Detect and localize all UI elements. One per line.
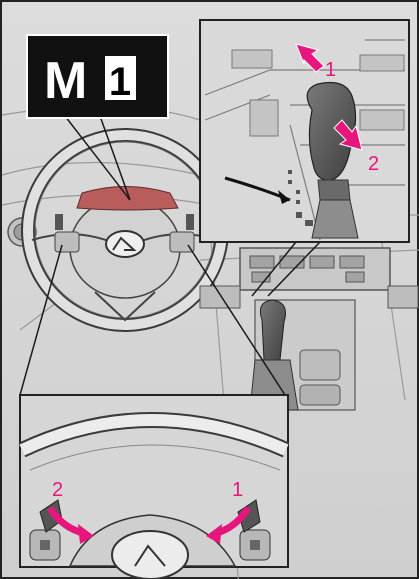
inset-shift-lever: 1 2 — [200, 20, 409, 242]
manual-mode-badge: M 1 — [27, 35, 168, 118]
badge-number: 1 — [109, 60, 131, 104]
callout-paddle-left: 2 — [52, 479, 63, 501]
lexus-emblem-icon — [106, 231, 144, 257]
paddle-left — [55, 214, 63, 230]
callout-shift-down: 2 — [368, 153, 379, 175]
inset-lexus-emblem-icon — [112, 531, 188, 579]
paddle-right — [186, 214, 194, 230]
inset-paddle-shifters: 2 1 — [20, 395, 288, 579]
callout-shift-up: 1 — [325, 59, 336, 81]
callout-paddle-right: 1 — [232, 479, 243, 501]
badge-letter: M — [44, 52, 87, 110]
